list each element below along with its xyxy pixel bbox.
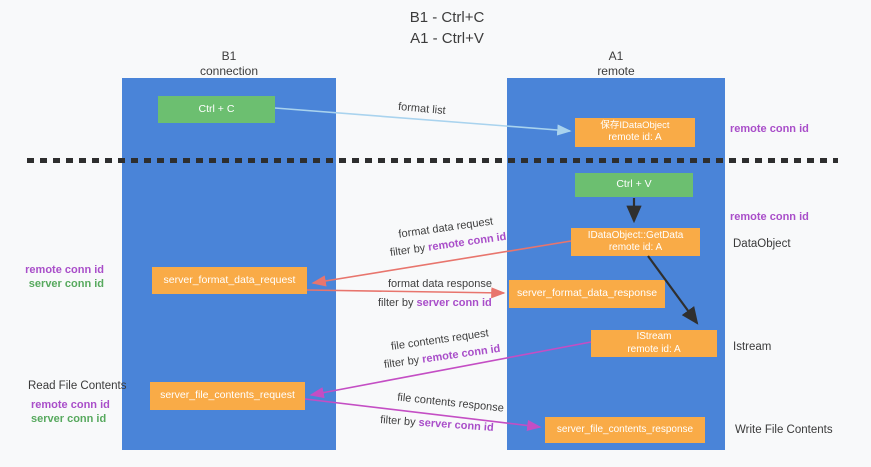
istream-box: IStream remote id: A xyxy=(591,330,717,357)
save-idataobject-line1: 保存IDataObject xyxy=(600,120,670,132)
format-list-label: format list xyxy=(397,100,447,118)
dashed-separator-line xyxy=(27,158,838,163)
read-file-contents-label: Read File Contents xyxy=(28,380,127,392)
column-a1-subtitle: remote xyxy=(597,64,635,78)
title-line-1: B1 - Ctrl+C xyxy=(409,9,485,26)
left-remote-conn-id-bottom: remote conn id xyxy=(31,399,110,411)
server-file-contents-response-label: server_file_contents_response xyxy=(556,423,694,435)
file-contents-request-label-group: file contents request filter by remote c… xyxy=(378,324,503,374)
idataobject-getdata-box: IDataObject::GetData remote id: A xyxy=(571,228,700,256)
column-b1-subtitle: connection xyxy=(199,64,259,78)
filter-by-text: filter by xyxy=(389,241,426,259)
file-contents-response-label: file contents response xyxy=(396,391,505,415)
filter-by-text: filter by xyxy=(383,353,420,371)
server-file-contents-request-box: server_file_contents_request xyxy=(150,382,305,410)
server-format-data-request-label: server_format_data_request xyxy=(163,273,296,286)
server-format-data-response-box: server_format_data_response xyxy=(509,280,665,308)
diagram-title: B1 - Ctrl+C A1 - Ctrl+V xyxy=(357,7,537,49)
left-conn-id-labels-top: remote conn id server conn id xyxy=(22,264,104,292)
left-conn-id-labels-bottom: remote conn id server conn id xyxy=(31,399,110,427)
format-response-filter-label: filter by server conn id xyxy=(378,295,492,312)
getdata-line2: remote id: A xyxy=(608,242,663,253)
server-conn-id-text: server conn id xyxy=(416,297,492,309)
file-response-filter-label: filter by server conn id xyxy=(380,412,495,436)
server-file-contents-request-label: server_file_contents_request xyxy=(160,389,295,402)
ctrl-v-box: Ctrl + V xyxy=(575,173,693,197)
right-remote-conn-id-mid: remote conn id xyxy=(730,211,809,223)
istream-line1: IStream xyxy=(636,331,672,342)
left-remote-conn-id-top: remote conn id xyxy=(25,264,104,276)
title-line-2: A1 - Ctrl+V xyxy=(410,30,484,47)
getdata-line1: IDataObject::GetData xyxy=(587,229,684,241)
format-data-request-label-group: format data request filter by remote con… xyxy=(384,212,509,262)
dataobject-label: DataObject xyxy=(733,238,791,250)
format-data-response-label: format data response xyxy=(388,278,492,290)
column-a1-name: A1 xyxy=(608,49,624,63)
ctrl-c-label: Ctrl + C xyxy=(198,102,235,115)
istream-line2: remote id: A xyxy=(627,343,681,355)
filter-by-text: filter by xyxy=(379,414,416,429)
server-conn-id-text: server conn id xyxy=(418,416,495,434)
ctrl-v-label: Ctrl + V xyxy=(616,178,652,191)
istream-side-label: Istream xyxy=(733,341,772,353)
server-file-contents-response-box: server_file_contents_response xyxy=(545,417,705,443)
filter-by-text: filter by xyxy=(378,297,414,309)
column-header-b1: B1 connection xyxy=(122,49,336,79)
column-header-a1: A1 remote xyxy=(507,49,725,79)
right-remote-conn-id-top: remote conn id xyxy=(730,123,809,135)
column-b1-name: B1 xyxy=(221,49,237,63)
write-file-contents-label: Write File Contents xyxy=(735,424,833,436)
save-idataobject-box: 保存IDataObject remote id: A xyxy=(575,118,695,147)
ctrl-c-box: Ctrl + C xyxy=(158,96,275,123)
server-format-data-response-label: server_format_data_response xyxy=(516,287,658,300)
left-server-conn-id-bottom: server conn id xyxy=(31,412,107,425)
left-server-conn-id-top: server conn id xyxy=(28,277,104,290)
server-format-data-request-box: server_format_data_request xyxy=(152,267,307,294)
save-idataobject-line2: remote id: A xyxy=(608,132,662,144)
